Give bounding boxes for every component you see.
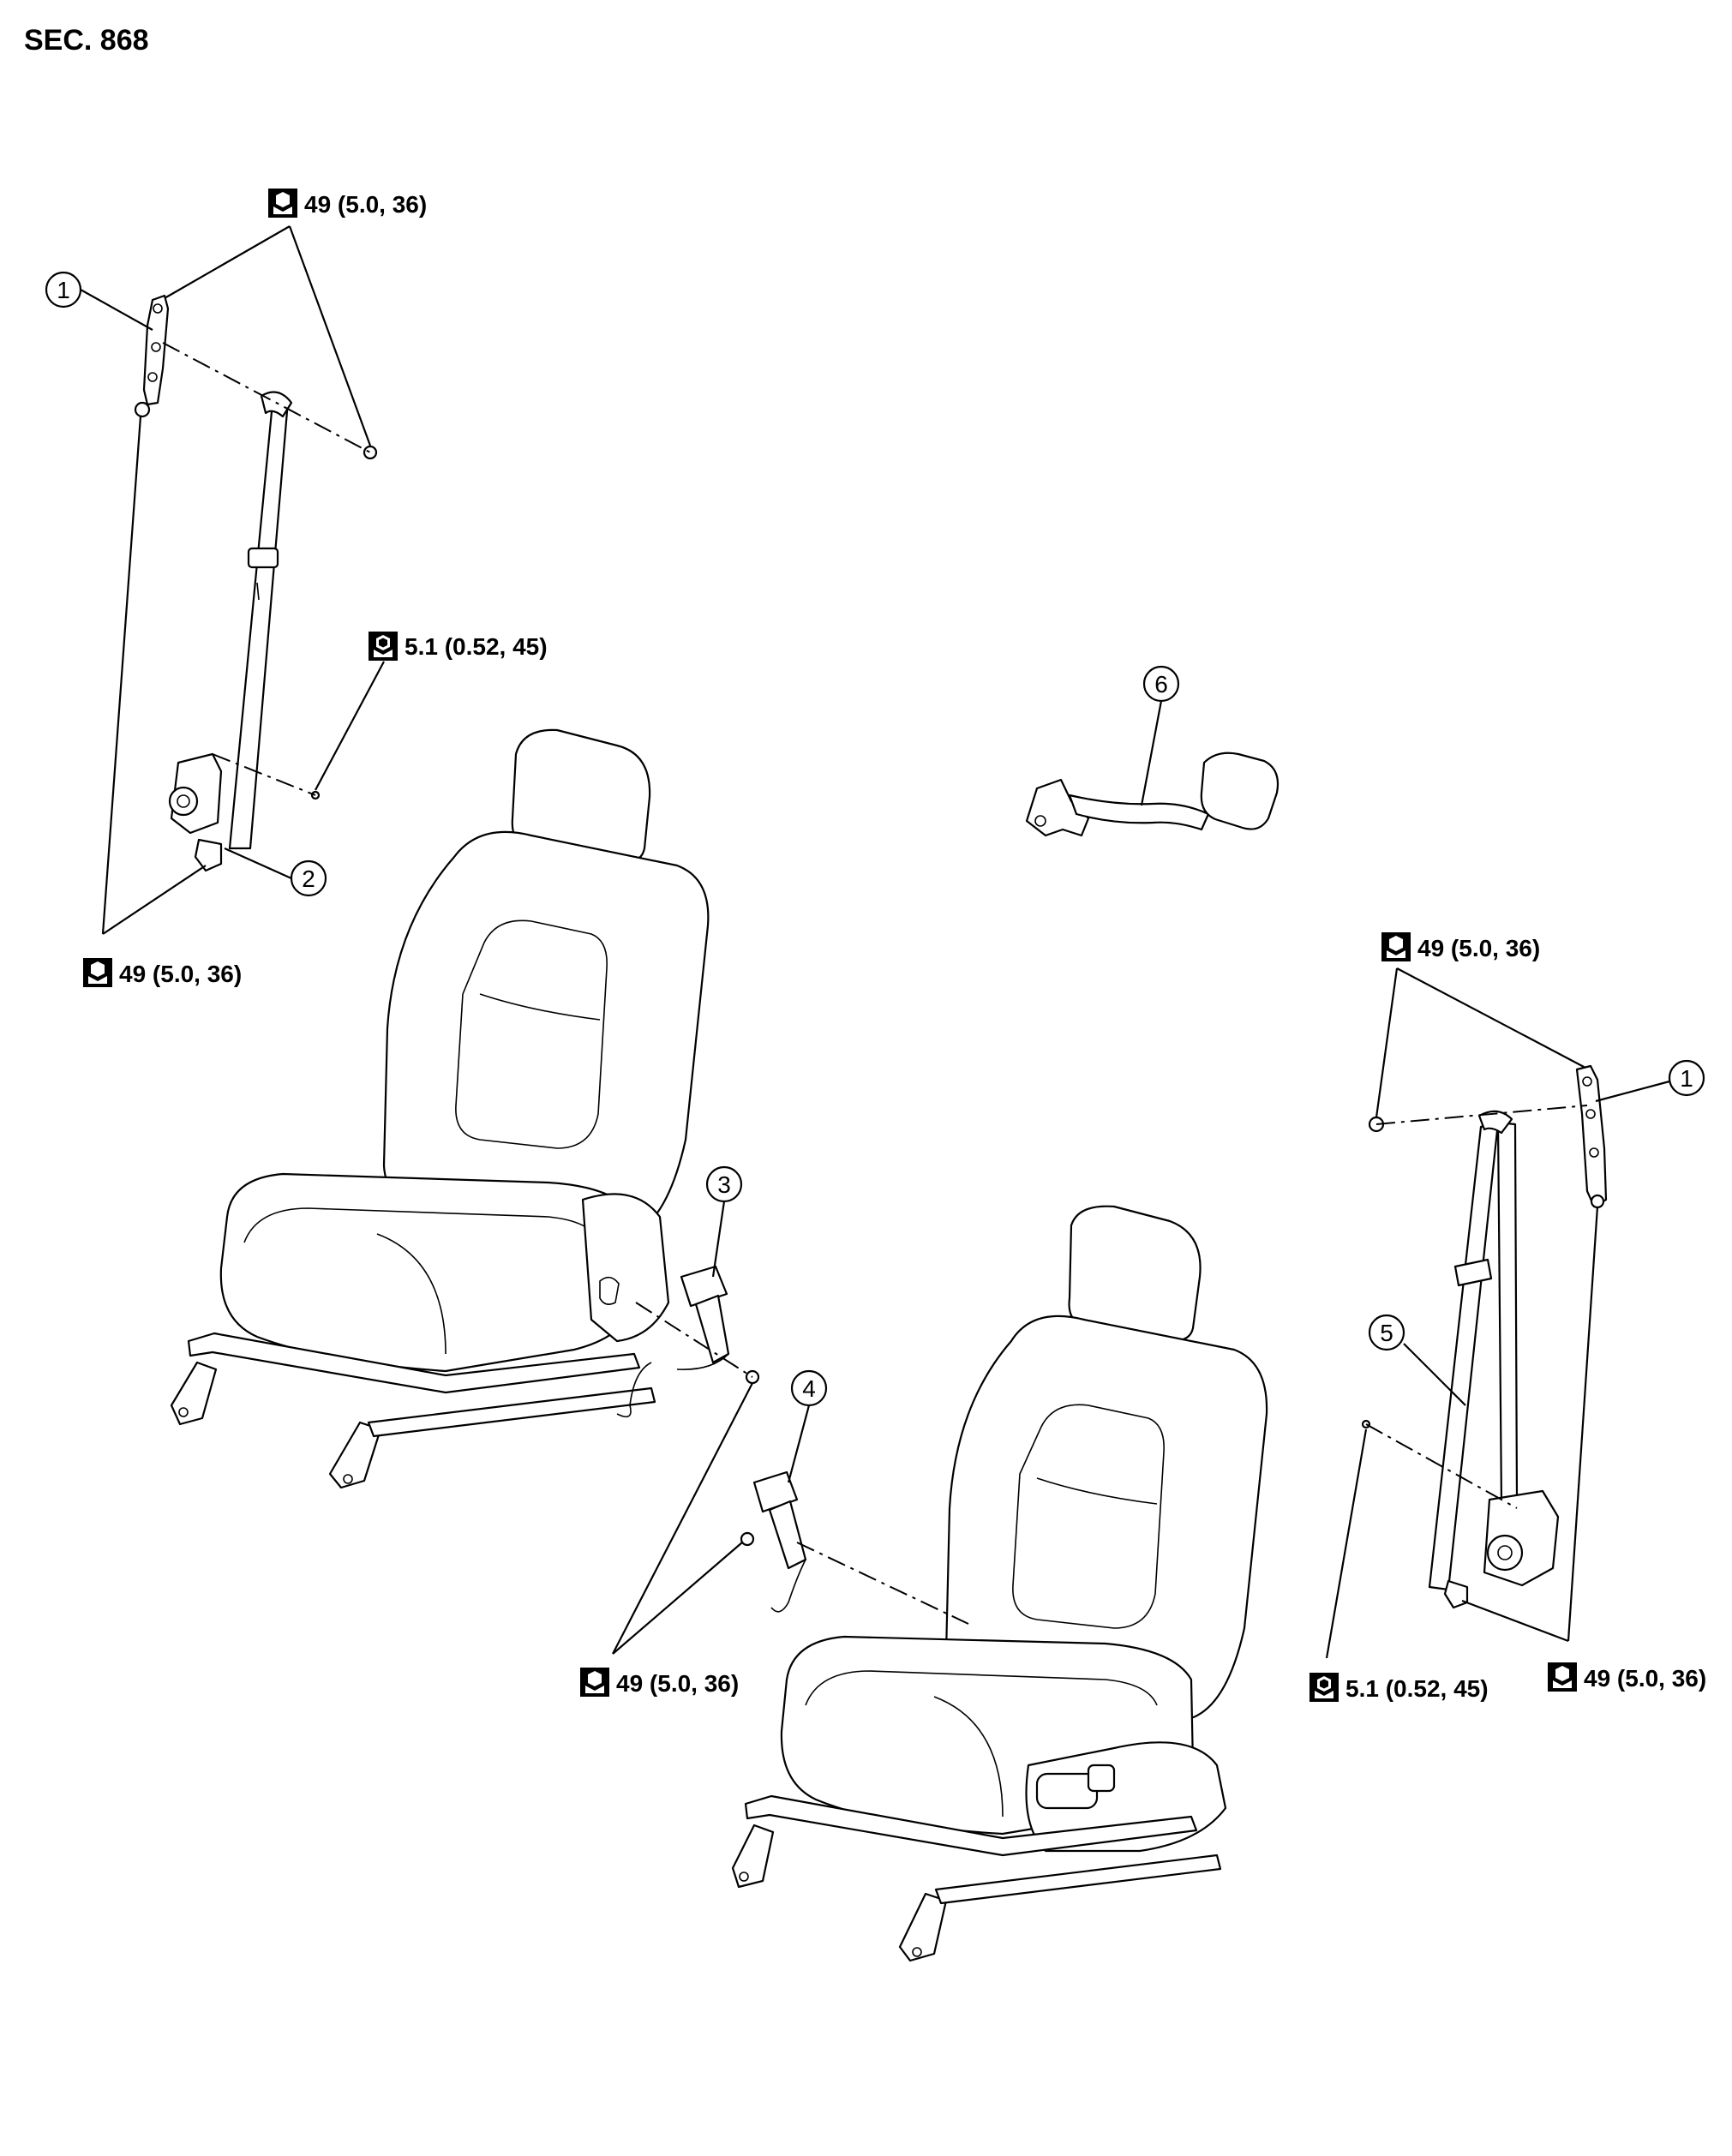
left-seat bbox=[170, 728, 760, 1489]
svg-text:3: 3 bbox=[717, 1171, 731, 1198]
callout-5: 5 bbox=[1368, 1314, 1405, 1351]
right-seat bbox=[731, 1205, 1268, 1962]
torque-label-top-right: 49 (5.0, 36) bbox=[1381, 932, 1540, 961]
torque-label-mid-left-bolt: 5.1 (0.52, 45) bbox=[369, 632, 548, 661]
center-buckle-part-6 bbox=[1025, 752, 1280, 837]
svg-text:4: 4 bbox=[802, 1375, 816, 1402]
torque-wrench-icon bbox=[268, 189, 297, 218]
svg-text:49 (5.0, 36): 49 (5.0, 36) bbox=[616, 1670, 739, 1697]
section-label: SEC. 868 bbox=[24, 24, 149, 57]
left-seat-belt-assembly bbox=[134, 294, 378, 872]
svg-text:49 (5.0, 36): 49 (5.0, 36) bbox=[119, 961, 242, 987]
leader-lines bbox=[80, 225, 1670, 1659]
svg-text:49 (5.0, 36): 49 (5.0, 36) bbox=[1417, 935, 1540, 961]
svg-text:5: 5 bbox=[1380, 1320, 1393, 1346]
right-seat-belt-assembly bbox=[1361, 1064, 1608, 1609]
svg-text:49 (5.0, 36): 49 (5.0, 36) bbox=[1584, 1665, 1706, 1692]
torque-label-right-bolt: 5.1 (0.52, 45) bbox=[1309, 1673, 1489, 1702]
torque-wrench-icon bbox=[1381, 932, 1411, 961]
torque-label-center-bottom: 49 (5.0, 36) bbox=[580, 1668, 739, 1697]
svg-text:5.1 (0.52, 45): 5.1 (0.52, 45) bbox=[405, 633, 548, 660]
svg-text:1: 1 bbox=[57, 277, 70, 303]
callout-1-right: 1 bbox=[1668, 1059, 1705, 1097]
callout-2: 2 bbox=[290, 859, 327, 897]
svg-text:5.1 (0.52, 45): 5.1 (0.52, 45) bbox=[1345, 1675, 1489, 1702]
torque-label-top-left: 49 (5.0, 36) bbox=[268, 189, 427, 218]
torque-label-bottom-left: 49 (5.0, 36) bbox=[83, 958, 242, 987]
torque-wrench-filled-icon bbox=[369, 632, 398, 661]
torque-wrench-icon bbox=[83, 958, 112, 987]
svg-text:2: 2 bbox=[302, 865, 315, 892]
svg-text:6: 6 bbox=[1154, 671, 1168, 698]
callout-6: 6 bbox=[1142, 665, 1180, 703]
callout-1-left: 1 bbox=[45, 271, 82, 308]
callout-3: 3 bbox=[705, 1165, 743, 1203]
callout-4: 4 bbox=[790, 1369, 828, 1407]
torque-label-bottom-right: 49 (5.0, 36) bbox=[1548, 1662, 1706, 1692]
svg-text:49 (5.0, 36): 49 (5.0, 36) bbox=[304, 191, 427, 218]
svg-text:1: 1 bbox=[1680, 1065, 1693, 1092]
torque-wrench-icon bbox=[580, 1668, 609, 1697]
torque-wrench-filled-icon bbox=[1309, 1673, 1339, 1702]
torque-wrench-icon bbox=[1548, 1662, 1577, 1692]
